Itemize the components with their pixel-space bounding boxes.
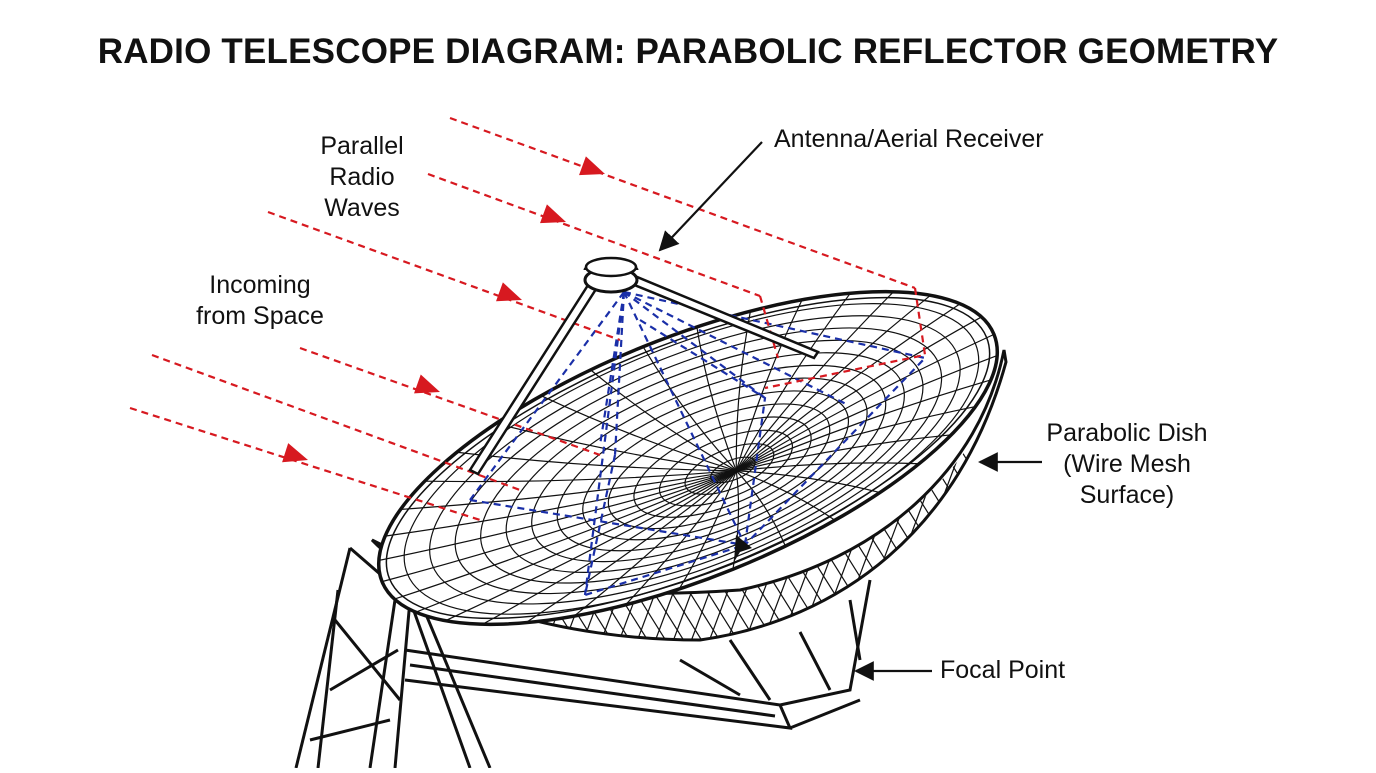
parallel-waves-label: Parallel Radio Waves [292, 131, 432, 224]
mesh-rib [456, 451, 737, 472]
incoming-wave-arrow-icon [579, 156, 605, 176]
mesh-line [372, 362, 391, 640]
mesh-ring [658, 429, 794, 507]
mesh-line [372, 362, 391, 640]
mesh-rib [445, 470, 737, 622]
mesh-rib [625, 470, 737, 606]
mesh-rib [385, 470, 737, 537]
reflected-wave-line [623, 291, 766, 399]
mesh-rib [540, 395, 737, 472]
mesh-rib [736, 434, 952, 472]
mesh-line [136, 340, 336, 660]
label-line: Parabolic Dish [1046, 419, 1208, 447]
mesh-rib [736, 470, 836, 521]
reflected-wave-line [613, 291, 626, 456]
reflected-wave-line [583, 291, 626, 596]
label-line: (Wire Mesh [1063, 450, 1191, 478]
diagram-title: RADIO TELESCOPE DIAGRAM: PARABOLIC REFLE… [97, 32, 1279, 71]
label-line: Waves [324, 194, 400, 222]
mesh-rib [735, 470, 786, 547]
mesh-line [180, 340, 300, 660]
mesh-line [372, 362, 373, 640]
incoming-wave-arrow-icon [496, 282, 522, 302]
mesh-line [216, 340, 336, 660]
mesh-line [372, 362, 409, 640]
mesh-ring [684, 443, 775, 495]
mesh-rib [381, 470, 737, 583]
mesh-line [372, 362, 427, 640]
reflected-wave-line [623, 291, 849, 406]
mesh-rib [525, 470, 737, 624]
mesh-ring [556, 377, 868, 552]
mesh-line [154, 340, 354, 660]
receiver-label: Antenna/Aerial Receiver [774, 125, 1044, 153]
mesh-line [198, 340, 318, 660]
label-line: Radio [329, 163, 395, 191]
mesh-rib [678, 470, 737, 590]
mesh-rib [424, 470, 737, 483]
mesh-rib [378, 470, 737, 562]
reflected-wave-line [623, 291, 746, 546]
incoming-wave-arrow-icon [282, 443, 308, 463]
incoming-wave-line [299, 346, 601, 457]
label-line: Incoming [209, 271, 311, 299]
label-line: Parallel [320, 132, 404, 160]
focal-point-label: Focal Point [940, 656, 1066, 684]
mount-structure [294, 546, 872, 769]
mesh-rib [394, 470, 737, 600]
mesh-rib [736, 462, 920, 472]
incoming-waves [129, 116, 927, 522]
leader-lines [658, 141, 1042, 681]
reflected-wave-line [598, 291, 626, 446]
mesh-rib [590, 369, 737, 472]
dish-label: Parabolic Dish (Wire Mesh Surface) [1030, 418, 1224, 511]
incoming-wave-line [129, 406, 481, 522]
incoming-wave-arrow-icon [540, 204, 566, 224]
focal-point-arrow-icon [734, 535, 752, 562]
mesh-rib [735, 299, 803, 471]
mesh-rib [736, 355, 998, 472]
mesh-rib [495, 422, 737, 472]
label-line: Surface) [1079, 481, 1175, 509]
mesh-rib [482, 470, 737, 625]
mesh-rib [642, 346, 737, 472]
mesh-rib [736, 405, 976, 472]
mesh-ring [633, 416, 812, 518]
mesh-line [118, 340, 318, 660]
mesh-rib [736, 333, 995, 472]
incoming-wave-line [267, 210, 621, 342]
mesh-line [100, 340, 300, 660]
mesh-rib [415, 470, 737, 613]
incoming-label: Incoming from Space [190, 270, 330, 332]
mesh-rib [735, 292, 851, 472]
label-line: from Space [196, 302, 324, 330]
receiver-icon [583, 256, 639, 294]
mesh-ring [582, 390, 850, 541]
receiver-leader-arrow [658, 141, 763, 252]
incoming-wave-line [151, 353, 521, 492]
incoming-wave-line [449, 116, 916, 290]
incoming-wave-arrow-icon [414, 374, 440, 394]
mesh-line [372, 362, 373, 640]
mesh-rib [735, 294, 931, 472]
incoming-wave-line [758, 295, 780, 359]
mesh-ring [531, 364, 887, 563]
incoming-wave-line [427, 172, 761, 298]
mesh-line [372, 362, 409, 640]
reflected-wave-line [584, 319, 767, 597]
mesh-rib [400, 470, 737, 511]
mesh-ring [607, 403, 831, 530]
mesh-rib [735, 316, 982, 472]
mesh-rib [735, 303, 961, 472]
mesh-rib [696, 326, 737, 472]
reflected-wave-line [623, 290, 926, 360]
